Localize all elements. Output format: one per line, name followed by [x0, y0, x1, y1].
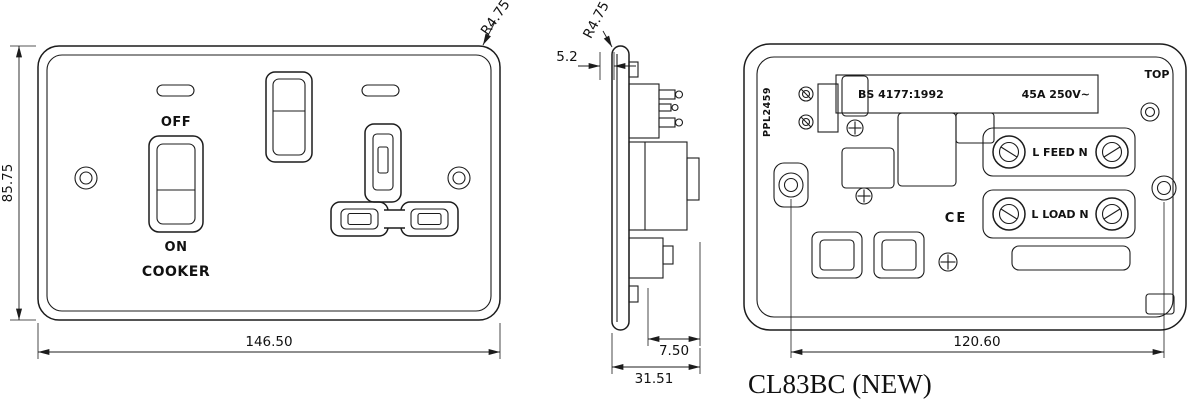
front-view: OFF ON COOKER	[37, 45, 501, 321]
switch-mechanism-back	[897, 112, 995, 187]
back-plate-outline	[743, 43, 1187, 331]
side-mechanism-profile	[628, 61, 700, 303]
right-fixing-lug	[1151, 175, 1177, 201]
ce-mark-label: CE	[945, 211, 967, 226]
front-plate-outline	[37, 45, 501, 321]
back-dimensions: 120.60	[790, 199, 1165, 358]
cable-clamp	[841, 75, 895, 205]
moulding-ref-label: PPL2459	[762, 87, 773, 137]
standard-label: BS 4177:1992	[858, 88, 944, 101]
back-view: PPL2459 TOP BS 4177:1992 45A 250V~	[743, 43, 1187, 331]
height-dimension-label: 85.75	[0, 164, 16, 203]
overall-depth-label: 31.51	[635, 371, 674, 387]
back-plate-inner-edge	[756, 56, 1174, 318]
socket-rocker-switch	[265, 71, 313, 163]
feed-terminal-label: L FEED N	[1032, 146, 1088, 159]
cooker-rocker-switch	[148, 135, 204, 233]
load-terminal-block: L LOAD N	[982, 189, 1136, 239]
front-dimensions: 85.75 146.50 R4.75	[0, 0, 514, 359]
cooker-label: COOKER	[142, 264, 210, 280]
product-code-label: CL83BC (NEW)	[748, 369, 932, 399]
cooker-neon-window	[156, 84, 195, 97]
side-view	[611, 45, 700, 331]
side-corner-radius-label: R4.75	[580, 0, 613, 41]
feed-terminal-block: L FEED N	[982, 127, 1136, 177]
back-depth-label: 7.50	[659, 343, 689, 359]
plate-thickness-label: 5.2	[556, 49, 577, 65]
top-orientation-label: TOP	[1145, 68, 1170, 81]
screw-phillips	[846, 119, 864, 137]
screw-phillips	[938, 252, 958, 272]
front-corner-radius-label: R4.75	[478, 0, 514, 38]
earth-pin-aperture	[364, 123, 402, 203]
load-terminal-label: L LOAD N	[1031, 208, 1088, 221]
right-small-boss	[1140, 102, 1160, 122]
back-bottom-bosses	[811, 231, 1175, 315]
front-left-screw	[74, 166, 98, 190]
side-plate-profile	[611, 45, 630, 331]
on-label: ON	[165, 240, 188, 255]
width-dimension-label: 146.50	[245, 334, 292, 350]
front-plate-inner-edge	[46, 54, 492, 312]
off-label: OFF	[161, 115, 191, 130]
socket-neon-window	[361, 84, 400, 97]
rating-label-plate: BS 4177:1992 45A 250V~	[835, 74, 1099, 114]
line-neutral-apertures	[330, 201, 459, 237]
fixing-centres-label: 120.60	[953, 334, 1000, 350]
spring-terminal-screws	[798, 83, 839, 133]
rating-label: 45A 250V~	[1022, 88, 1090, 101]
side-dimensions: R4.75 5.2 7.50 31.51	[556, 0, 701, 387]
front-right-screw	[447, 166, 471, 190]
screw-phillips	[855, 187, 873, 205]
